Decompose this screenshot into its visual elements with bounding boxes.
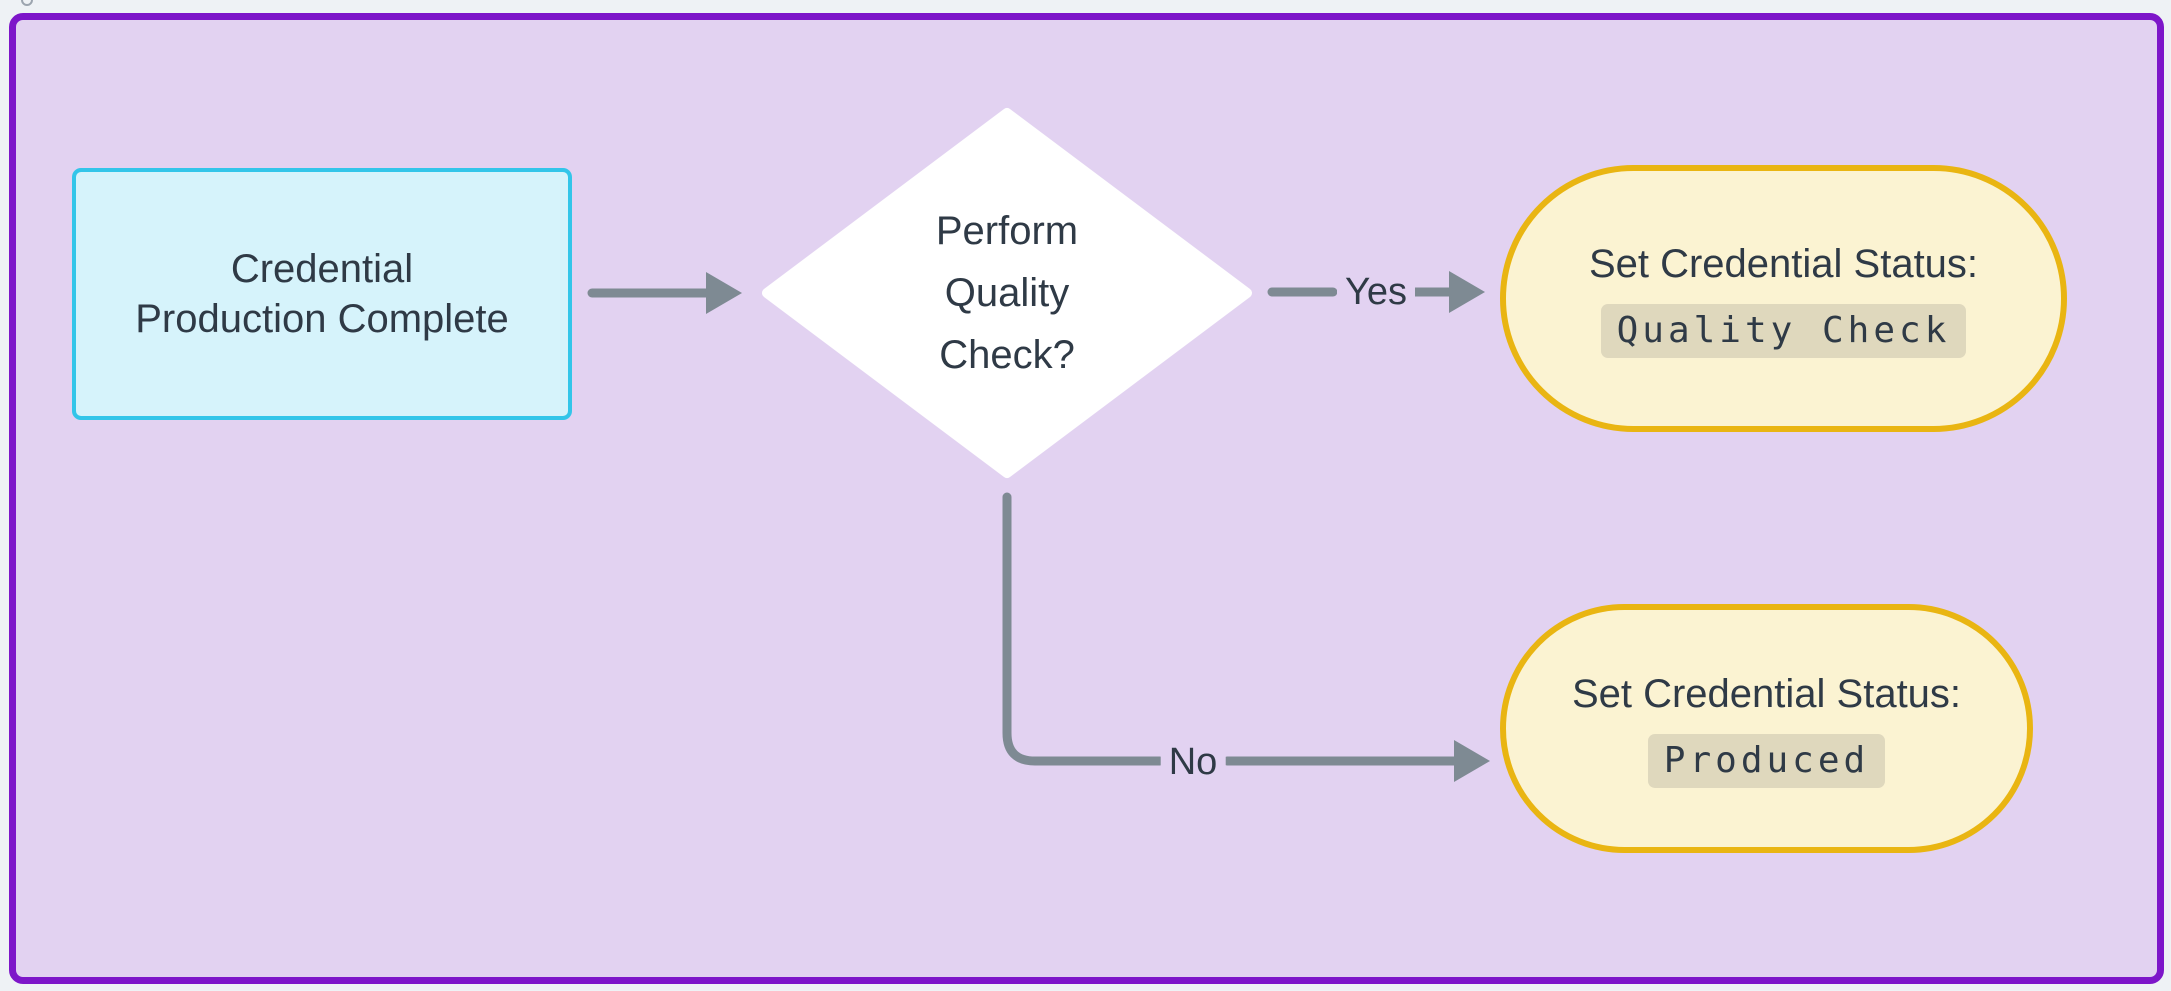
quality-status-label: Set Credential Status: (1588, 242, 1979, 286)
produced-status-node: Set Credential Status: Produced (1500, 604, 2033, 853)
produced-status-label: Set Credential Status: (1571, 672, 1962, 716)
start-node-line-2: Production Complete (135, 297, 509, 341)
decision-line-3: Check? (939, 333, 1075, 377)
decision-line-1: Perform (935, 209, 1079, 253)
quality-status-node: Set Credential Status: Quality Check (1500, 165, 2067, 432)
produced-status-code-chip: Produced (1647, 734, 1886, 788)
clipped-artifact-icon (21, 0, 33, 6)
no-edge-label: No (1160, 739, 1226, 785)
start-node-line-1: Credential (230, 247, 414, 291)
start-node: Credential Production Complete (72, 168, 572, 420)
quality-status-code-chip: Quality Check (1600, 304, 1967, 358)
decision-line-2: Quality (944, 271, 1070, 315)
yes-edge-label: Yes (1337, 269, 1415, 315)
decision-node-label: Perform Quality Check? (807, 193, 1207, 393)
